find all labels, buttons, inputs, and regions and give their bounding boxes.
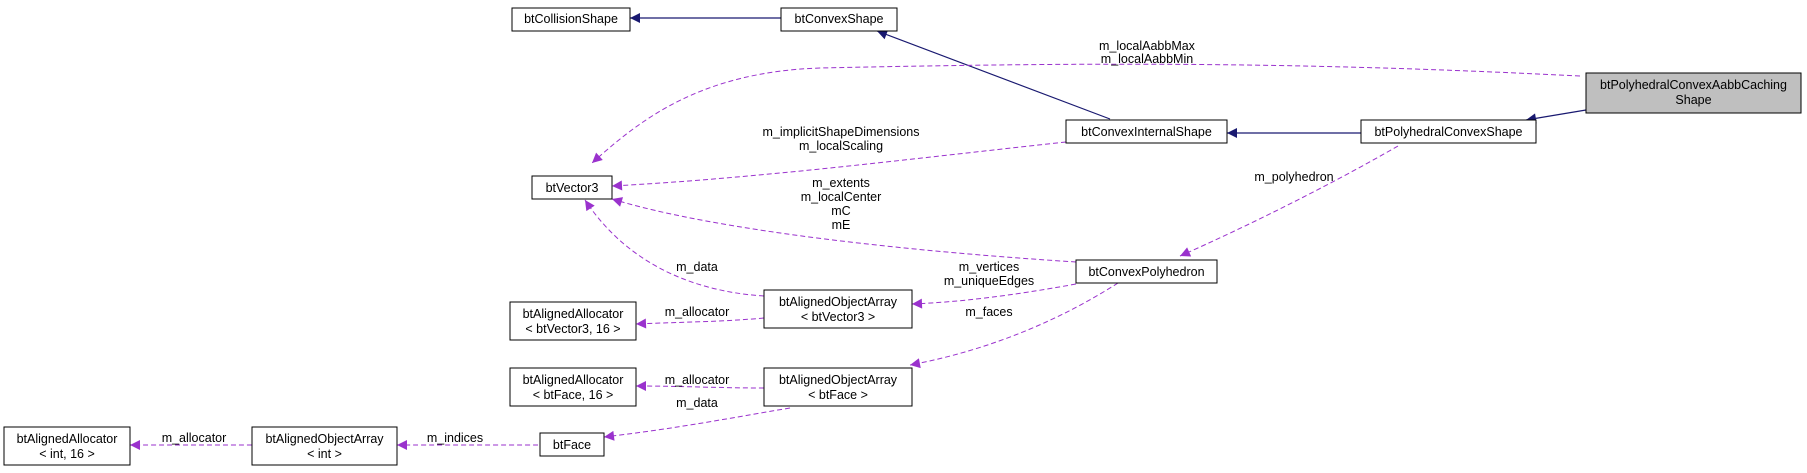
edge-label-line: m_implicitShapeDimensions [762, 125, 919, 139]
edge-label-line: m_extents [812, 176, 870, 190]
node-bt-polyhedral-convex-shape[interactable]: btPolyhedralConvexShape [1360, 119, 1537, 144]
edge-objectarray-face-to-face [603, 407, 791, 441]
edge-label-vertices: m_vertices m_uniqueEdges [944, 260, 1034, 288]
edge-aabbcaching-to-vector3 [591, 63, 1581, 164]
node-label: btAlignedObjectArray [265, 432, 384, 446]
inheritance-edges [630, 13, 1587, 138]
node-label: btVector3 [546, 181, 599, 195]
node-label: btConvexInternalShape [1081, 125, 1212, 139]
edge-label-line: m_allocator [665, 305, 730, 319]
node-label: btAlignedAllocator [523, 373, 624, 387]
edge-label-aabb: m_localAabbMax m_localAabbMin [1099, 39, 1196, 66]
node-bt-aligned-object-array-vector3[interactable]: btAlignedObjectArray < btVector3 > [763, 289, 913, 329]
edge-label-line: mE [832, 218, 851, 232]
edge-label-allocator-face: m_allocator [665, 373, 730, 387]
node-label: < btFace, 16 > [533, 388, 614, 402]
node-label: Shape [1675, 93, 1711, 107]
edge-label-line: m_vertices [959, 260, 1019, 274]
node-label: btPolyhedralConvexShape [1374, 125, 1522, 139]
node-bt-aligned-allocator-int[interactable]: btAlignedAllocator < int, 16 > [3, 426, 131, 466]
edge-label-line: m_localCenter [801, 190, 882, 204]
node-label: btConvexPolyhedron [1088, 265, 1204, 279]
edge-polyhedron-to-objectarray-face [909, 282, 1119, 369]
edge-polyhedron-to-vector3 [611, 197, 1077, 263]
node-bt-collision-shape[interactable]: btCollisionShape [511, 7, 631, 32]
node-bt-aligned-allocator-face[interactable]: btAlignedAllocator < btFace, 16 > [509, 367, 637, 407]
edge-label-polyhedron: m_polyhedron [1254, 170, 1333, 184]
node-label: < int > [307, 447, 342, 461]
node-label: btAlignedAllocator [523, 307, 624, 321]
node-label: btAlignedObjectArray [779, 373, 898, 387]
node-label: btAlignedObjectArray [779, 295, 898, 309]
edge-polyhedralconvexshape-to-polyhedron [1179, 145, 1399, 257]
edge-label-implicit: m_implicitShapeDimensions m_localScaling [762, 125, 919, 153]
edge-label-line: m_polyhedron [1254, 170, 1333, 184]
node-label: < int, 16 > [39, 447, 95, 461]
node-bt-aligned-allocator-vector3[interactable]: btAlignedAllocator < btVector3, 16 > [509, 301, 637, 341]
edge-label-line: m_localScaling [799, 139, 883, 153]
node-bt-convex-polyhedron[interactable]: btConvexPolyhedron [1075, 259, 1218, 284]
edge-label-line: m_data [676, 396, 718, 410]
node-bt-convex-internal-shape[interactable]: btConvexInternalShape [1065, 119, 1228, 144]
edge-label-extents: m_extents m_localCenter mC mE [801, 176, 882, 232]
edge-objectarray-vector3-to-allocator-vector3 [635, 317, 765, 329]
usage-edges [130, 63, 1581, 450]
node-label: btAlignedAllocator [17, 432, 118, 446]
edge-aabbcaching-to-polyhedralconvexshape [1525, 109, 1587, 124]
edge-label-data-face: m_data [676, 396, 718, 410]
edge-label-line: m_data [676, 260, 718, 274]
edge-label-line: m_uniqueEdges [944, 274, 1034, 288]
node-label: < btVector3, 16 > [525, 322, 620, 336]
edge-label-faces: m_faces [965, 305, 1012, 319]
node-label: btCollisionShape [524, 12, 618, 26]
node-label: btConvexShape [795, 12, 884, 26]
edge-label-line: m_faces [965, 305, 1012, 319]
edge-label-line: m_allocator [665, 373, 730, 387]
edge-objectarray-face-to-allocator-face [635, 381, 765, 392]
edge-label-line: m_indices [427, 431, 483, 445]
edge-polyhedron-to-objectarray-vector3 [911, 283, 1077, 309]
edge-label-indices: m_indices [427, 431, 483, 445]
nodes: btCollisionShape btConvexShape btPolyhed… [3, 7, 1802, 466]
edge-labels: m_localAabbMax m_localAabbMin m_implicit… [162, 39, 1334, 445]
edge-label-allocator-int: m_allocator [162, 431, 227, 445]
edge-convexinternalshape-to-convexshape [876, 29, 1111, 120]
edge-convexinternalshape-to-vector3 [611, 141, 1067, 191]
edge-label-line: m_localAabbMin [1101, 52, 1193, 66]
node-bt-vector3[interactable]: btVector3 [531, 175, 613, 200]
edge-label-allocator-vector3: m_allocator [665, 305, 730, 319]
node-bt-aligned-object-array-face[interactable]: btAlignedObjectArray < btFace > [763, 367, 913, 407]
node-bt-polyhedral-convex-aabb-caching-shape[interactable]: btPolyhedralConvexAabbCaching Shape [1585, 72, 1802, 114]
node-label: < btVector3 > [801, 310, 875, 324]
edge-label-line: mC [831, 204, 850, 218]
node-bt-aligned-object-array-int[interactable]: btAlignedObjectArray < int > [251, 426, 398, 466]
edge-objectarray-vector3-to-vector3 [584, 199, 765, 297]
edge-label-line: m_allocator [162, 431, 227, 445]
node-label: < btFace > [808, 388, 868, 402]
node-bt-convex-shape[interactable]: btConvexShape [780, 7, 898, 32]
node-label: btFace [553, 438, 591, 452]
node-bt-face[interactable]: btFace [539, 432, 605, 457]
edge-label-data-vector3: m_data [676, 260, 718, 274]
node-label: btPolyhedralConvexAabbCaching [1600, 78, 1787, 92]
edge-label-line: m_localAabbMax [1099, 39, 1196, 53]
